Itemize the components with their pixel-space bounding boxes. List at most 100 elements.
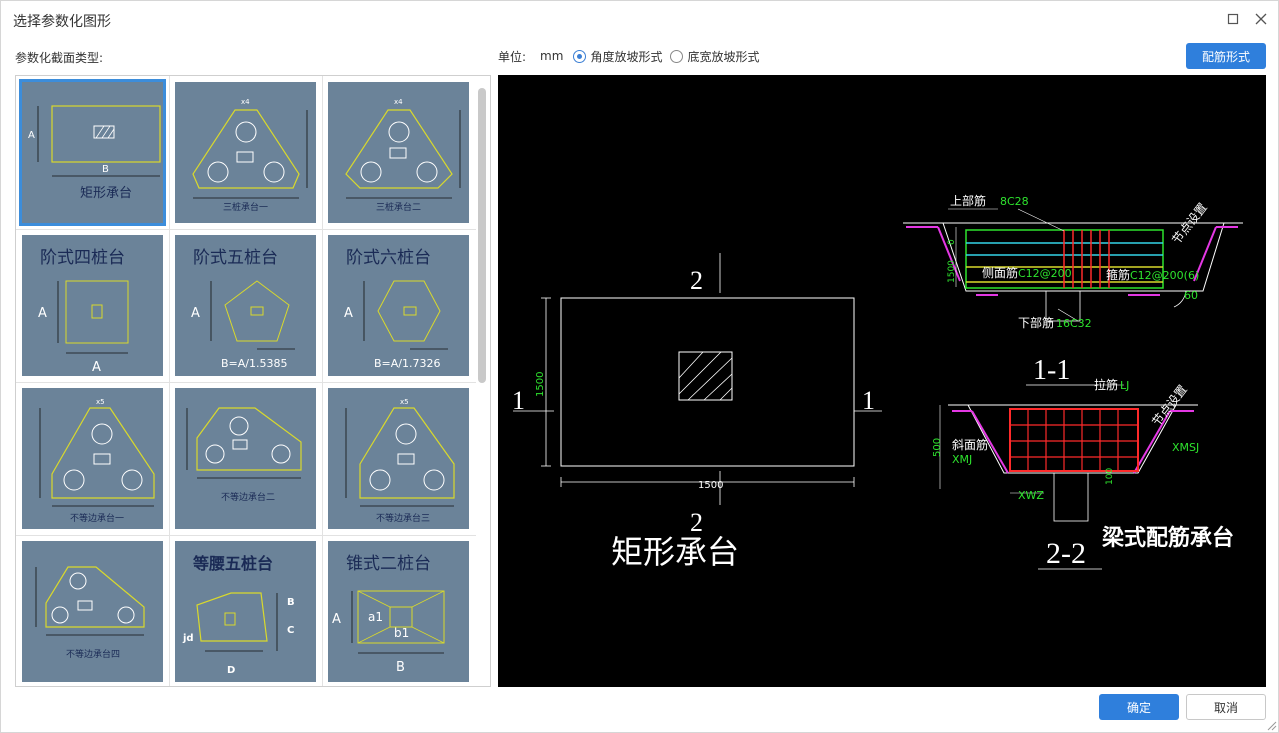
dialog-title: 选择参数化图形 xyxy=(13,14,111,30)
section22-title: 2-2 xyxy=(1046,537,1086,570)
close-icon xyxy=(1255,13,1267,25)
thumb-dim-label: b1 xyxy=(394,626,409,640)
resize-grip-icon[interactable] xyxy=(1267,721,1277,731)
plan-width-dim: 1500 xyxy=(698,480,723,491)
thumb-caption: 锥式二桩台 xyxy=(346,554,431,574)
radio-base-width-slope[interactable]: 底宽放坡形式 xyxy=(670,48,759,65)
radio-unselected-icon xyxy=(670,49,684,63)
xmsj-label: XMSJ xyxy=(1172,441,1199,454)
thumb-caption: 阶式四桩台 xyxy=(40,248,125,268)
maximize-icon xyxy=(1227,13,1239,25)
section11-title: 1-1 xyxy=(1033,355,1070,386)
thumb-stepped-four-pile[interactable]: 阶式四桩台 A A xyxy=(22,235,163,376)
section-mark-left: 1 xyxy=(512,386,525,415)
ok-button[interactable]: 确定 xyxy=(1099,694,1179,720)
cancel-button[interactable]: 取消 xyxy=(1186,694,1266,720)
bottom-bar-label: 下部筋 xyxy=(1018,315,1054,330)
thumb-caption: 不等边承台四 xyxy=(66,648,120,660)
thumb-caption: 不等边承台二 xyxy=(221,491,275,503)
preview-drawing: 2 2 1 1 1500 1500 矩形承台 xyxy=(512,193,1243,570)
thumb-dim-label: x5 xyxy=(96,398,105,406)
section-mark-top: 2 xyxy=(690,266,703,295)
thumb-dim-label: C xyxy=(287,625,294,636)
grid-divider xyxy=(16,535,476,536)
section11-dim-left: 1500 xyxy=(947,260,957,283)
tie-label: 拉筋 xyxy=(1094,377,1118,392)
thumb-caption: 不等边承台一 xyxy=(70,512,124,524)
slope-angle: 60 xyxy=(1184,289,1198,302)
thumb-dim-label: D xyxy=(227,665,235,676)
side-bar-label: 侧面筋 xyxy=(982,265,1018,280)
thumb-dim-label: x4 xyxy=(241,98,250,106)
grid-divider xyxy=(169,76,170,686)
thumb-cone-two-pile[interactable]: 锥式二桩台 A a1 b1 B xyxy=(328,541,469,682)
unit-value: mm xyxy=(540,49,564,63)
thumb-dim-label: A xyxy=(332,612,341,627)
slope-bar-label: 斜面筋 xyxy=(952,437,988,452)
thumb-dim-label: jd xyxy=(182,633,194,644)
section11-dim-zero: 0 xyxy=(947,239,957,245)
thumb-unequal-cap-4[interactable]: 不等边承台四 xyxy=(22,541,163,682)
thumb-dim-label: A xyxy=(92,360,101,375)
thumb-unequal-cap-2[interactable]: 不等边承台二 xyxy=(175,388,316,529)
section-2-2: 拉筋 LJ 斜面筋 XMJ XMSJ XWZ 500 100 节点设置 2-2 … xyxy=(932,377,1234,570)
unit-label: 单位: xyxy=(498,49,527,64)
thumb-three-pile-cap-1[interactable]: x4 三桩承台一 xyxy=(175,82,316,223)
section-type-label: 参数化截面类型: xyxy=(15,51,104,65)
thumb-caption: 三桩承台一 xyxy=(223,201,268,213)
thumb-caption: 不等边承台三 xyxy=(376,512,430,524)
thumb-stepped-six-pile[interactable]: 阶式六桩台 A B=A/1.7326 xyxy=(328,235,469,376)
close-button[interactable] xyxy=(1251,9,1271,29)
thumb-dim-label: A xyxy=(28,130,35,141)
radio-angle-slope[interactable]: 角度放坡形式 xyxy=(573,48,662,65)
section-mark-bottom: 2 xyxy=(690,508,703,537)
stirrup-label: 箍筋 xyxy=(1106,267,1130,282)
maximize-button[interactable] xyxy=(1223,9,1243,29)
thumb-isosceles-five-pile[interactable]: 等腰五桩台 B C D jd xyxy=(175,541,316,682)
thumb-dim-label: B xyxy=(102,164,109,175)
thumb-dim-label: B=A/1.5385 xyxy=(221,357,287,370)
grid-divider xyxy=(16,382,476,383)
grid-divider xyxy=(322,76,323,686)
section-mark-right: 1 xyxy=(862,386,875,415)
thumb-caption: 阶式六桩台 xyxy=(346,248,431,268)
thumb-three-pile-cap-2[interactable]: x4 三桩承台二 xyxy=(328,82,469,223)
thumb-caption: 矩形承台 xyxy=(80,186,132,201)
thumb-unequal-cap-1[interactable]: x5 不等边承台一 xyxy=(22,388,163,529)
plan-view: 2 2 1 1 1500 1500 矩形承台 xyxy=(512,253,882,570)
thumb-rect-cap[interactable]: A B 矩形承台 xyxy=(19,79,166,226)
beam-rebar-cap-caption: 梁式配筋承台 xyxy=(1101,525,1234,551)
thumb-dim-label: B xyxy=(287,597,295,608)
thumb-stepped-five-pile[interactable]: 阶式五桩台 A B=A/1.5385 xyxy=(175,235,316,376)
section22-dim-100: 100 xyxy=(1105,468,1115,485)
thumb-dim-label: x4 xyxy=(394,98,403,106)
thumbnail-panel: A B 矩形承台 x4 三桩承台一 xyxy=(15,75,491,687)
tie-value: LJ xyxy=(1120,379,1129,392)
thumb-dim-label: A xyxy=(344,306,353,321)
plan-height-dim: 1500 xyxy=(535,372,546,397)
preview-canvas: 2 2 1 1 1500 1500 矩形承台 xyxy=(498,75,1266,687)
top-bar-value: 8C28 xyxy=(1000,195,1029,208)
grid-divider xyxy=(16,229,476,230)
thumb-dim-label: B=A/1.7326 xyxy=(374,357,440,370)
side-bar-value: C12@200 xyxy=(1018,267,1072,280)
top-bar-label: 上部筋 xyxy=(950,193,986,208)
thumb-dim-label: x5 xyxy=(400,398,409,406)
xmj-label: XMJ xyxy=(952,453,972,466)
rebar-form-button[interactable]: 配筋形式 xyxy=(1186,43,1266,69)
thumb-caption: 三桩承台二 xyxy=(376,201,421,213)
section22-height: 500 xyxy=(932,438,943,457)
thumb-caption: 等腰五桩台 xyxy=(192,554,273,573)
stirrup-value: C12@200(6) xyxy=(1130,269,1199,282)
title-bar: 选择参数化图形 xyxy=(1,1,1278,37)
thumbnail-scrollbar[interactable] xyxy=(478,88,486,383)
radio-angle-slope-label: 角度放坡形式 xyxy=(590,49,663,64)
thumb-dim-label: A xyxy=(38,306,47,321)
thumb-unequal-cap-3[interactable]: x5 不等边承台三 xyxy=(328,388,469,529)
xwz-label: XWZ xyxy=(1018,489,1044,502)
plan-title: 矩形承台 xyxy=(611,534,739,570)
thumb-dim-label: A xyxy=(191,306,200,321)
node-setting-label: 节点设置 xyxy=(1169,200,1210,246)
radio-selected-icon xyxy=(573,49,587,63)
